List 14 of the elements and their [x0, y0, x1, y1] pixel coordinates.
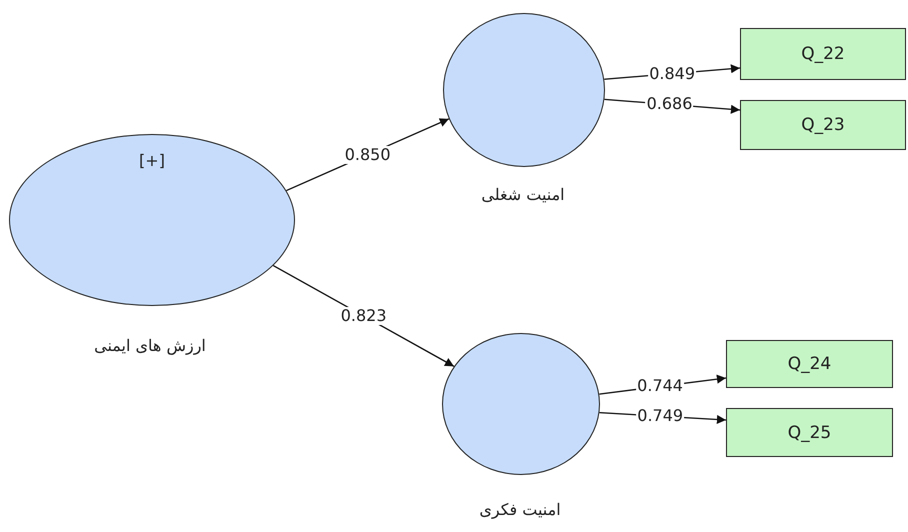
- indicator-label: Q_24: [788, 354, 832, 374]
- construct-label: امنیت فکری: [479, 500, 561, 519]
- indicator-label: Q_23: [801, 115, 845, 135]
- indicator-box: [726, 408, 893, 457]
- indicator-label: Q_25: [788, 422, 832, 442]
- construct-label: امنیت شغلی: [481, 185, 565, 204]
- indicator-label: Q_22: [801, 44, 845, 64]
- edge-label: 0.823: [340, 306, 388, 325]
- indicator-box: [740, 100, 906, 150]
- indicator-box: [740, 28, 906, 80]
- indicator-box: [726, 340, 893, 388]
- expand-marker: [+]: [139, 151, 165, 170]
- construct-label: ارزش های ایمنی: [94, 336, 206, 355]
- edge-label: 0.850: [344, 146, 392, 164]
